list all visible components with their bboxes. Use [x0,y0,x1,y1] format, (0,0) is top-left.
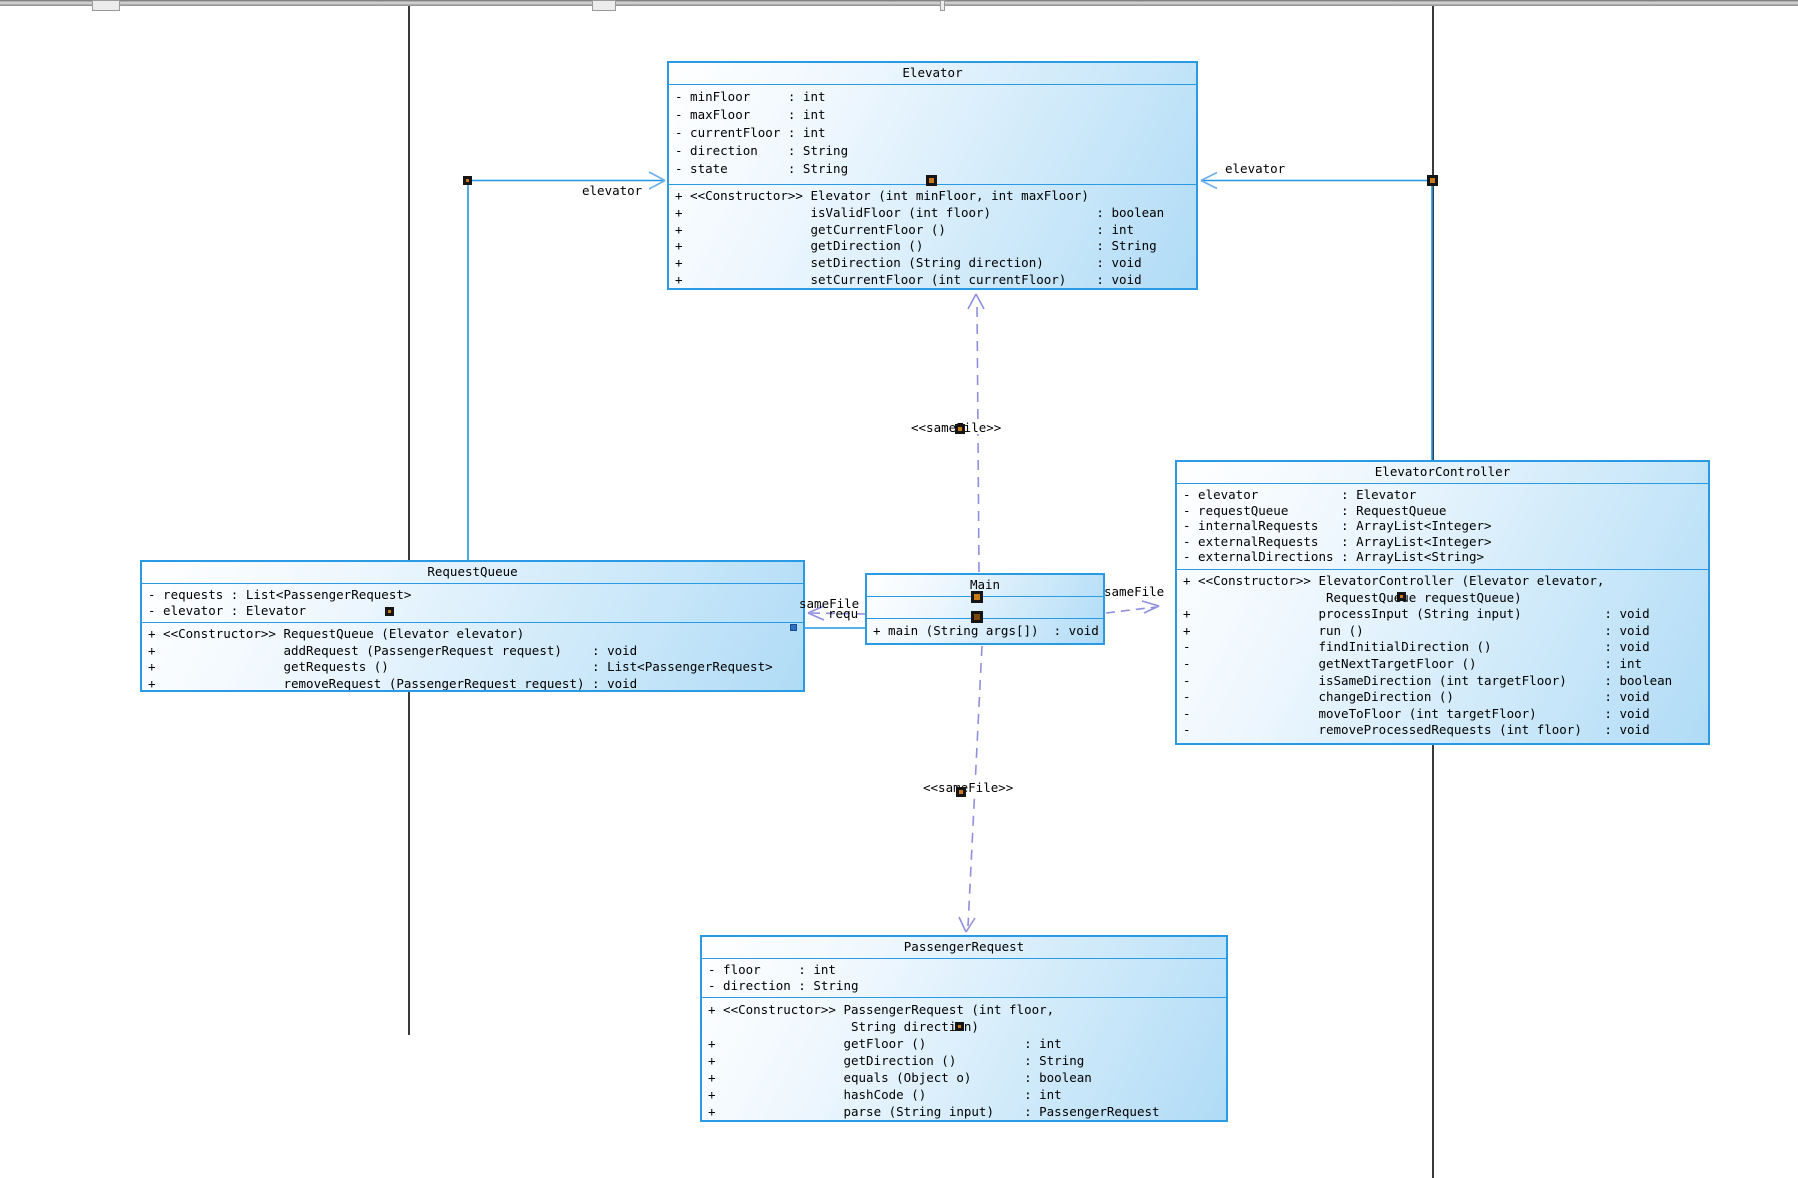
class-requestqueue-attributes: - requests : List<PassengerRequest> - el… [142,584,803,623]
class-elevatorcontroller-attributes: - elevator : Elevator - requestQueue : R… [1177,484,1708,570]
class-main-methods: + main (String args[]) : void [873,623,1099,638]
edge-label-samefile-bottom[interactable]: <<sameFile>> [921,780,1016,795]
class-passengerrequest-methods: + <<Constructor>> PassengerRequest (int … [708,1002,1160,1119]
class-main[interactable]: Main + main (String args[]) : void [865,573,1105,645]
dependency-main-controller[interactable] [1105,600,1160,614]
edge-label-elevator-right[interactable]: elevator [1225,161,1286,176]
association-requestqueue-elevator[interactable] [467,171,666,561]
selection-handle[interactable] [385,607,394,616]
top-ruler-strip [0,0,1798,6]
selection-handle[interactable] [971,591,983,603]
top-ruler-mark [592,0,616,11]
top-ruler-mark [92,0,120,11]
class-elevator-attributes: - minFloor : int - maxFloor : int - curr… [669,85,1196,185]
class-main-attributes [867,597,1103,619]
class-elevatorcontroller[interactable]: ElevatorController - elevator : Elevator… [1175,460,1710,745]
selection-handle[interactable] [1427,175,1438,186]
top-ruler-mark [940,0,945,11]
page-boundary-left [408,6,410,1035]
selection-handle[interactable] [926,175,937,186]
class-elevator-methods: + <<Constructor>> Elevator (int minFloor… [675,188,1165,287]
class-requestqueue[interactable]: RequestQueue - requests : List<Passenger… [140,560,805,692]
class-elevatorcontroller-title: ElevatorController [1177,462,1708,484]
selection-handle[interactable] [971,611,983,623]
class-passengerrequest-attributes: - floor : int - direction : String [702,959,1226,998]
selection-handle[interactable] [956,787,966,797]
class-elevator-title: Elevator [669,63,1196,85]
selection-handle[interactable] [955,1022,964,1031]
selection-handle[interactable] [955,424,965,434]
edge-label-elevator-left[interactable]: elevator [582,183,643,198]
class-passengerrequest-title: PassengerRequest [702,937,1226,959]
class-requestqueue-methods: + <<Constructor>> RequestQueue (Elevator… [148,626,773,690]
class-main-title: Main [867,575,1103,597]
selection-handle[interactable] [463,176,472,185]
edge-label-samefile-left[interactable]: sameFile [799,596,860,611]
selection-handle[interactable] [1397,592,1406,601]
class-passengerrequest[interactable]: PassengerRequest - floor : int - directi… [700,935,1228,1122]
edge-label-samefile-right[interactable]: sameFile [1104,584,1165,599]
edge-label-requ-fragment[interactable]: requ [828,606,859,621]
class-requestqueue-title: RequestQueue [142,562,803,584]
association-controller-elevator[interactable] [1200,171,1433,461]
selection-handle[interactable] [790,624,797,631]
class-elevatorcontroller-methods: + <<Constructor>> ElevatorController (El… [1183,573,1673,738]
dependency-main-elevator[interactable] [967,293,985,573]
dependency-main-requestqueue[interactable] [807,605,866,621]
